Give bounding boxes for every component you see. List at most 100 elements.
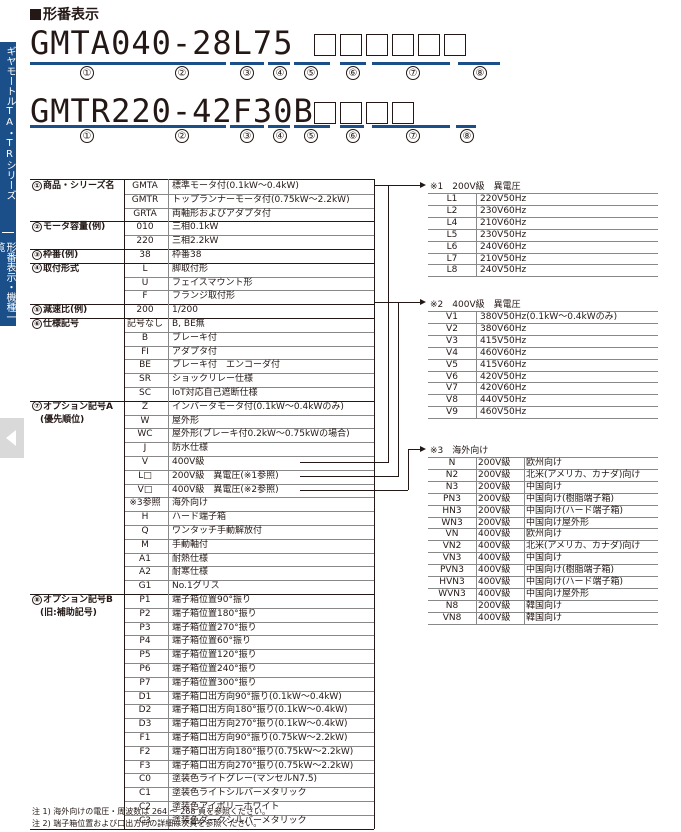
side-tab[interactable]: ギヤモートルTA・TRシリーズ 形番表示・機種一覧 xyxy=(0,42,16,326)
row-desc: 塗装色ライトシルバーメタリック xyxy=(172,788,307,799)
row-desc: 端子箱口出方向270°振り(0.75kW～2.2kW) xyxy=(172,760,354,771)
option-row-line xyxy=(428,528,658,530)
row-divider xyxy=(124,801,374,802)
row-code: V□ xyxy=(137,484,153,495)
section-divider xyxy=(30,594,374,595)
row-divider xyxy=(124,814,374,816)
row-code: ※3参照 xyxy=(129,498,161,509)
section-divider xyxy=(30,828,374,830)
underline-segment xyxy=(340,62,366,65)
row-code: H xyxy=(141,512,149,523)
option-desc: 210V50Hz xyxy=(480,253,527,264)
row-divider xyxy=(124,345,374,347)
section-number: ④ xyxy=(32,263,42,274)
underline-segment xyxy=(340,125,364,128)
row-desc: ワンタッチ手動解放付 xyxy=(172,526,263,536)
code-box xyxy=(339,34,362,56)
row-code: L□ xyxy=(138,470,152,481)
option-code: V3 xyxy=(446,335,458,346)
row-divider xyxy=(124,732,374,733)
option-row-line xyxy=(428,358,658,360)
row-divider xyxy=(124,359,374,361)
row-code: F xyxy=(142,291,148,302)
section-label-text: 減速比(例) xyxy=(43,305,88,316)
row-code: SC xyxy=(139,388,151,398)
row-divider xyxy=(124,621,374,623)
row-code: P6 xyxy=(139,664,151,674)
row-code: F3 xyxy=(139,760,151,771)
option-code: N2 xyxy=(445,469,459,480)
row-code: P7 xyxy=(139,677,151,688)
row-divider xyxy=(124,552,374,554)
option-code: V7 xyxy=(446,383,458,394)
option-code: VN3 xyxy=(442,553,462,564)
option-vline xyxy=(476,311,477,419)
row-code: G1 xyxy=(138,581,152,592)
connector-line xyxy=(408,449,409,490)
row-code: BE xyxy=(139,360,151,371)
option-desc: 北米(アメリカ、カナダ)向け xyxy=(526,541,641,552)
row-code: Q xyxy=(141,526,149,536)
option-code: L4 xyxy=(446,217,458,228)
underline-segment xyxy=(294,62,330,65)
row-desc: 端子箱口出方向270°振り(0.1kW～0.4kW) xyxy=(172,719,348,730)
row-divider xyxy=(124,235,374,237)
connector-line xyxy=(374,185,420,186)
row-code: C0 xyxy=(138,774,151,785)
option-desc: 中国向け(ハード端子箱) xyxy=(526,577,624,587)
section-number: ⑦ xyxy=(32,401,42,412)
option-table-title: ※3 海外向け xyxy=(430,446,489,456)
row-code: C1 xyxy=(138,788,151,799)
row-divider xyxy=(124,497,374,499)
section-heading: 形番表示 xyxy=(30,4,99,24)
side-tab-series: ギヤモートルTA・TRシリーズ xyxy=(4,46,15,200)
model-code-1-boxes xyxy=(313,24,470,62)
position-number: ⑧ xyxy=(460,129,474,143)
note-1: 注 1) 海外向けの電圧・周波数は 264 ～ 268 頁を参照ください。 xyxy=(32,807,271,816)
row-desc: 400V級 xyxy=(172,457,205,467)
option-code: V1 xyxy=(446,312,458,322)
option-table-title: ※2 400V級 異電圧 xyxy=(430,300,521,310)
option-table-top xyxy=(428,311,658,312)
row-divider xyxy=(124,290,374,292)
row-code: 200 xyxy=(136,305,154,316)
code-box xyxy=(391,102,414,124)
option-code: V4 xyxy=(446,347,458,358)
position-number: ⑦ xyxy=(406,129,420,143)
row-desc: ブレーキ付 エンコーダ付 xyxy=(172,360,281,371)
option-code: VN2 xyxy=(442,541,462,552)
option-voltage: 200V級 xyxy=(478,458,511,468)
option-desc: 韓国向け xyxy=(526,612,563,623)
code-box xyxy=(417,34,440,56)
position-number: ④ xyxy=(273,66,287,80)
underline-segment xyxy=(372,62,450,65)
option-voltage: 400V級 xyxy=(478,541,511,552)
option-code: PVN3 xyxy=(439,565,465,576)
section-divider xyxy=(30,318,374,319)
row-code: 010 xyxy=(136,222,154,233)
option-voltage: 200V級 xyxy=(478,600,511,611)
prev-page-arrow-icon[interactable] xyxy=(0,418,24,458)
underline-segment xyxy=(142,62,226,65)
option-code: L7 xyxy=(446,253,458,264)
code-box xyxy=(339,102,362,124)
row-divider xyxy=(124,331,374,333)
option-row-line xyxy=(428,228,658,230)
note-2: 注 2) 端子箱位置および口出方向の詳細は次頁を参照ください。 xyxy=(32,819,262,828)
connector-arrow-icon xyxy=(420,299,426,305)
option-code: L1 xyxy=(446,194,458,204)
row-desc: 屋外形 xyxy=(172,415,200,426)
option-row-line xyxy=(428,611,658,613)
row-desc: ハード端子箱 xyxy=(172,512,227,523)
row-desc: IoT対応自己遮断仕様 xyxy=(172,388,258,398)
option-desc: 240V50Hz xyxy=(480,265,527,276)
position-number: ⑤ xyxy=(304,129,318,143)
option-desc: 420V60Hz xyxy=(480,383,527,394)
row-divider xyxy=(124,745,374,747)
option-code: V5 xyxy=(446,359,458,370)
position-number: ② xyxy=(175,66,189,80)
row-divider xyxy=(124,525,374,526)
